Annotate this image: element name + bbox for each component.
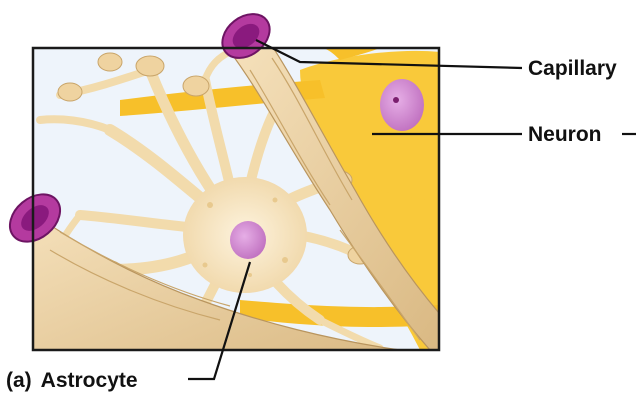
- neuron-label: Neuron: [528, 124, 602, 145]
- capillary-label: Capillary: [528, 58, 617, 79]
- astrocyte-label: Astrocyte: [41, 369, 138, 392]
- astrocyte-nucleus-icon: [230, 221, 266, 259]
- astrocyte-caption: (a) Astrocyte: [6, 370, 138, 391]
- neuron-nucleus-icon: [380, 79, 424, 131]
- panel-letter: (a): [6, 369, 32, 392]
